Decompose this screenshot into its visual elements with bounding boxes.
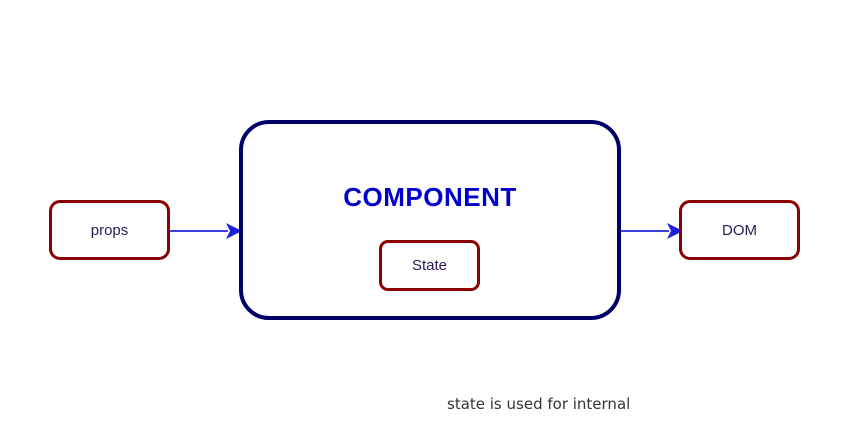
node-props-label: props: [90, 221, 129, 239]
node-component-label: COMPONENT: [343, 182, 517, 212]
arrow-props-to-component: [170, 223, 242, 239]
arrow-component-to-dom: [621, 223, 683, 239]
caption-line-1: state is used for internal: [447, 395, 631, 413]
diagram-caption: state is used for internal communication…: [447, 354, 718, 440]
arrow-head-icon: [226, 223, 242, 239]
node-state[interactable]: State: [379, 240, 480, 291]
arrow-head-icon: [667, 223, 683, 239]
node-state-label: State: [411, 257, 448, 274]
node-dom-label: DOM: [722, 221, 757, 239]
node-dom[interactable]: DOM: [679, 200, 800, 260]
node-props[interactable]: props: [49, 200, 170, 260]
